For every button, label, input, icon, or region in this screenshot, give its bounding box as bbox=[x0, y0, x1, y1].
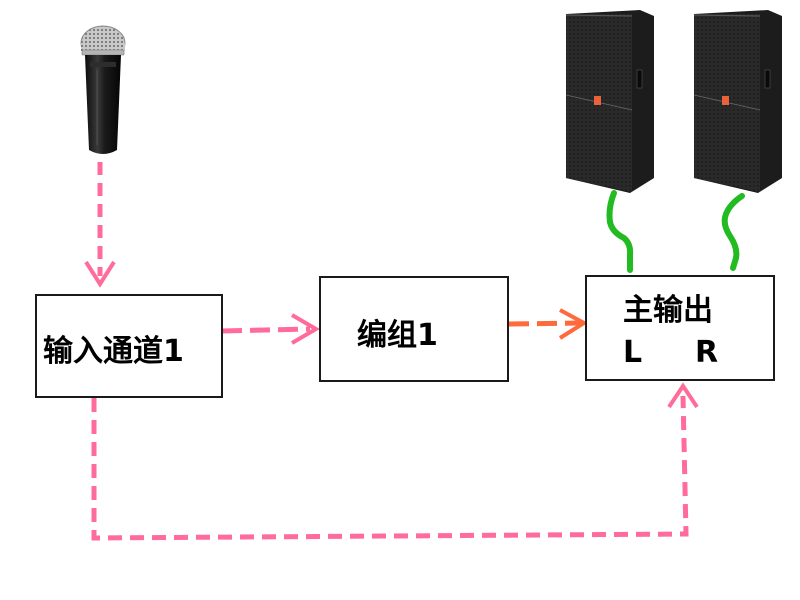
speaker-right bbox=[693, 10, 782, 193]
main-output-box[interactable]: 主输出 L R bbox=[585, 275, 775, 381]
edge-mic-to-input bbox=[84, 162, 116, 288]
cable-right bbox=[721, 193, 745, 271]
jbl-badge bbox=[722, 96, 729, 105]
group-label: 编组1 bbox=[357, 318, 438, 353]
cable-left bbox=[606, 190, 634, 273]
main-output-left-label: L bbox=[623, 335, 643, 370]
input-channel-box[interactable]: 输入通道1 bbox=[35, 294, 223, 398]
speaker-left bbox=[565, 10, 654, 193]
input-channel-label: 输入通道1 bbox=[43, 334, 184, 369]
edge-input-to-group bbox=[221, 313, 320, 345]
main-output-label: 主输出 bbox=[623, 293, 713, 328]
main-output-right-label: R bbox=[695, 335, 719, 370]
edge-input-to-main-bypass bbox=[91, 382, 699, 541]
microphone-icon bbox=[80, 25, 126, 154]
jbl-badge bbox=[594, 96, 601, 105]
group-box[interactable]: 编组1 bbox=[319, 276, 509, 382]
edge-group-to-main bbox=[508, 308, 588, 340]
